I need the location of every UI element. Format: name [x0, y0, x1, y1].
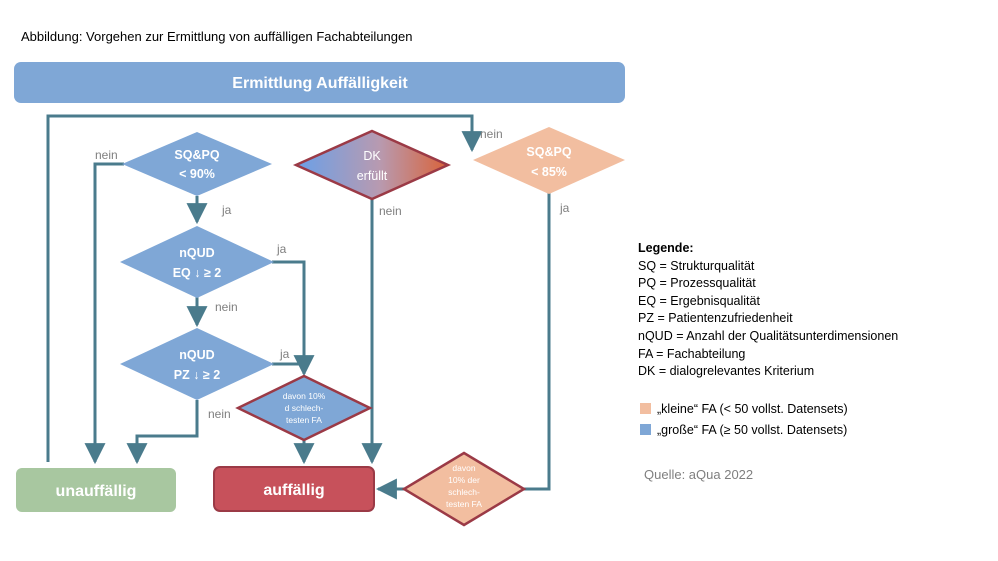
decision-sqpq90-line2: < 90%: [179, 167, 215, 181]
edge-label-ja-sqpq85: ja: [559, 201, 570, 215]
edge-label-nein-sqpq90: nein: [95, 148, 118, 162]
decision-sqpq85: SQ&PQ < 85%: [473, 127, 625, 194]
outcome-unauffaellig: unauffällig: [16, 468, 176, 512]
legend-entry: DK = dialogrelevantes Kriterium: [638, 364, 815, 379]
decision-worst-large: davon 10% d schlech- testen FA: [235, 374, 373, 442]
decision-nqud-eq-line2: EQ ↓ ≥ 2: [173, 266, 222, 280]
connector-top: [46, 114, 483, 462]
decision-worst-small-line4: testen FA: [446, 499, 482, 509]
decision-sqpq85-line2: < 85%: [531, 165, 567, 179]
decision-sqpq90: SQ&PQ < 90%: [122, 132, 272, 196]
figure-caption: Abbildung: Vorgehen zur Ermittlung von a…: [21, 29, 413, 44]
decision-nqud-eq-line1: nQUD: [179, 246, 214, 260]
legend-large-fa-label: „große“ FA (≥ 50 vollst. Datensets): [657, 422, 848, 437]
decision-dk: DK erfüllt: [292, 129, 452, 201]
connector-sqpq90-nein: [84, 162, 124, 465]
legend: Legende: SQ = Strukturqualität PQ = Proz…: [638, 240, 898, 381]
decision-worst-large-line2: d schlech-: [285, 403, 324, 413]
source-note: Quelle: aQua 2022: [644, 467, 754, 482]
connector-pz-nein: [126, 400, 199, 465]
blue-swatch-icon: [640, 424, 651, 435]
connector-pz-ja: [272, 355, 315, 377]
outcome-unauffaellig-label: unauffällig: [56, 483, 137, 500]
decision-worst-large-line1: davon 10%: [283, 391, 326, 401]
decision-worst-small-line2: 10% der: [448, 475, 480, 485]
legend-small-fa: „kleine“ FA (< 50 vollst. Datensets): [640, 398, 848, 419]
edge-label-nein-pz: nein: [208, 407, 231, 421]
edge-label-nein-eq: nein: [215, 300, 238, 314]
decision-dk-line2: erfüllt: [357, 169, 388, 183]
decision-sqpq90-line1: SQ&PQ: [174, 148, 219, 162]
decision-nqud-eq: nQUD EQ ↓ ≥ 2: [120, 226, 274, 298]
decision-worst-small-line1: davon: [452, 463, 475, 473]
edge-label-nein-dk: nein: [379, 204, 402, 218]
edge-label-ja-sqpq90: ja: [221, 203, 232, 217]
connectors: [46, 114, 551, 500]
connector-eq-ja: [272, 260, 306, 370]
legend-entry: PQ = Prozessqualität: [638, 276, 756, 291]
decision-nqud-pz-line1: nQUD: [179, 348, 214, 362]
decision-worst-small: davon 10% der schlech- testen FA: [401, 451, 527, 527]
edge-label-ja-pz: ja: [279, 347, 290, 361]
decision-sqpq85-line1: SQ&PQ: [526, 145, 571, 159]
legend-entry: PZ = Patientenzufriedenheit: [638, 311, 793, 326]
decision-dk-line1: DK: [363, 149, 381, 163]
legend-large-fa: „große“ FA (≥ 50 vollst. Datensets): [640, 419, 848, 440]
decision-nqud-pz-line2: PZ ↓ ≥ 2: [174, 368, 221, 382]
legend-entry: EQ = Ergebnisqualität: [638, 293, 760, 308]
legend-entry: nQUD = Anzahl der Qualitätsunterdimensio…: [638, 328, 899, 343]
peach-swatch-icon: [640, 403, 651, 414]
header-bar: [14, 62, 625, 103]
outcome-auffaellig-label: auffällig: [263, 482, 324, 499]
decision-nqud-pz: nQUD PZ ↓ ≥ 2: [120, 328, 274, 400]
decision-worst-small-line3: schlech-: [448, 487, 480, 497]
legend-entry: SQ = Strukturqualität: [638, 258, 755, 273]
legend-entry: FA = Fachabteilung: [638, 346, 746, 361]
legend-swatches: „kleine“ FA (< 50 vollst. Datensets) „gr…: [640, 398, 848, 440]
outcome-auffaellig: auffällig: [213, 466, 375, 512]
edge-label-nein-sqpq85: nein: [480, 127, 503, 141]
header-label: Ermittlung Auffälligkeit: [232, 75, 408, 92]
connector-sqpq85-ja: [524, 192, 551, 491]
decision-worst-large-line3: testen FA: [286, 415, 322, 425]
edge-label-ja-eq: ja: [276, 242, 287, 256]
legend-small-fa-label: „kleine“ FA (< 50 vollst. Datensets): [657, 401, 848, 416]
legend-title: Legende:: [638, 241, 694, 255]
